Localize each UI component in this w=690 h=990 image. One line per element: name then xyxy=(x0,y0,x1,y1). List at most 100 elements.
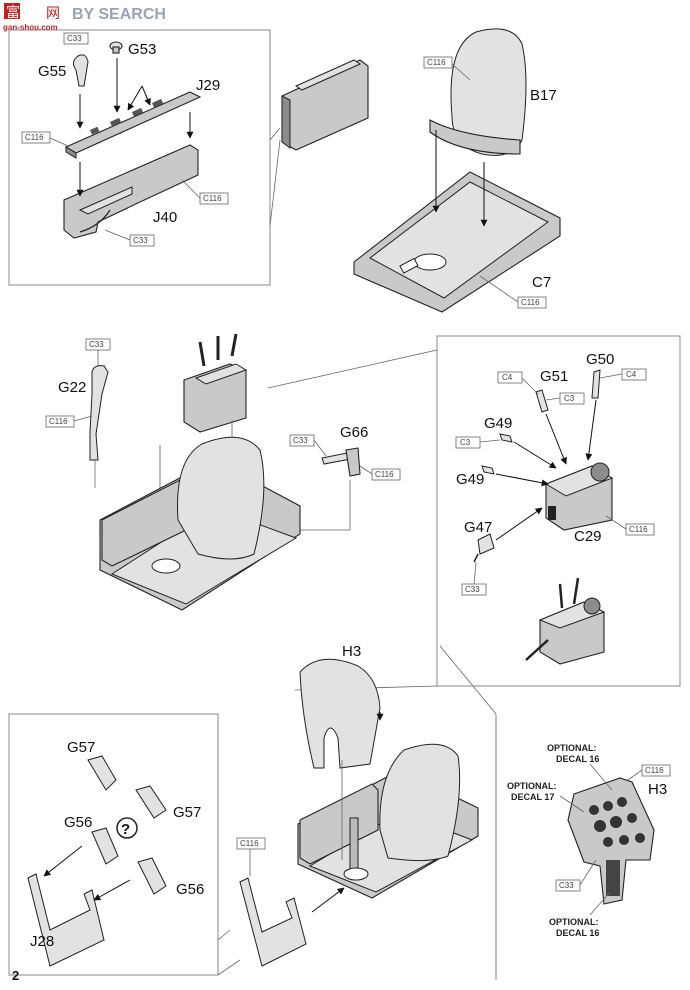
sub-assembly-console: G53 G55 J29 J40 C33 C116 C116 C33 xyxy=(21,32,229,247)
code-c116-9: C116 xyxy=(641,764,671,777)
code-c33-1: C33 xyxy=(63,32,89,45)
code-c116-8: C116 xyxy=(236,837,266,850)
svg-text:C116: C116 xyxy=(49,417,68,426)
code-leaders xyxy=(49,137,201,241)
zoom-line xyxy=(217,929,231,941)
code-c3-1: C3 xyxy=(559,392,585,405)
zoom-line xyxy=(269,139,281,227)
part-g55 xyxy=(72,54,89,87)
svg-text:C116: C116 xyxy=(25,133,44,142)
part-g49-upper xyxy=(499,433,513,443)
optional-decal-17-line2: DECAL 17 xyxy=(511,792,554,802)
part-j40-slot xyxy=(78,186,133,215)
c29-assembled-dome xyxy=(583,597,601,615)
page-number: 2 xyxy=(12,968,19,983)
c29-lever xyxy=(558,583,564,609)
svg-text:C116: C116 xyxy=(645,766,664,775)
svg-text:C116: C116 xyxy=(427,58,446,67)
zoom-line xyxy=(217,959,241,976)
console-small-side xyxy=(281,95,291,149)
label-g50: G50 xyxy=(586,351,614,368)
svg-text:C116: C116 xyxy=(375,470,394,479)
code-c116-7: C116 xyxy=(625,523,655,536)
label-g56-right: G56 xyxy=(176,881,204,898)
label-b17: B17 xyxy=(530,87,557,104)
code-c33-3: C33 xyxy=(85,338,111,351)
part-b17 xyxy=(450,28,527,156)
part-c7-slot xyxy=(399,257,419,274)
arrow xyxy=(585,399,597,461)
watermark: 富 网 BY SEARCH gan-shou.com xyxy=(3,3,166,32)
label-g55: G55 xyxy=(38,63,66,80)
optional-decal-17-line1: OPTIONAL: xyxy=(507,781,557,791)
code-c4-1: C4 xyxy=(497,371,523,384)
cockpit-seat xyxy=(177,436,265,560)
sub-assembly-floor-seat: B17 C7 C116 C116 xyxy=(281,28,561,313)
panel-top-left xyxy=(8,29,271,286)
label-j40: J40 xyxy=(153,209,177,226)
part-g51 xyxy=(535,389,549,413)
code-c33-6: C33 xyxy=(555,879,581,892)
part-g22 xyxy=(89,365,109,461)
label-g57-left: G57 xyxy=(67,739,95,756)
code-c4-2: C4 xyxy=(621,368,647,381)
sub-assembly-final: H3 H3 OPTIONAL: DECAL 16 OPTIONAL: DECAL… xyxy=(297,643,671,938)
code-c116-6: C116 xyxy=(371,468,401,481)
sub-assembly-c29: G51 G50 G49 G49 G47 C29 C4 C3 C4 C3 C116… xyxy=(455,351,655,665)
arrow xyxy=(495,473,549,487)
label-g53: G53 xyxy=(128,41,156,58)
instrument-dials xyxy=(589,797,645,896)
panel-right-detail xyxy=(436,335,681,687)
c29-lever xyxy=(572,577,580,605)
j29-details xyxy=(90,98,164,135)
throttle-levers xyxy=(198,333,238,367)
part-throttle xyxy=(183,363,247,433)
optional-decal-16-bottom-line1: OPTIONAL: xyxy=(549,917,599,927)
part-g56-left xyxy=(91,827,119,865)
part-c7-hole xyxy=(413,253,447,271)
watermark-logo-icon xyxy=(4,3,20,19)
part-g56-right xyxy=(137,857,167,895)
part-g66-body xyxy=(345,447,361,477)
svg-text:C33: C33 xyxy=(293,436,308,445)
label-j28: J28 xyxy=(30,933,54,950)
optional-decal-16-bottom-line2: DECAL 16 xyxy=(556,928,599,938)
svg-text:C33: C33 xyxy=(67,34,82,43)
part-j28-placed xyxy=(239,877,307,967)
console-small-top xyxy=(294,59,362,91)
question-mark: ? xyxy=(121,821,130,838)
label-g51: G51 xyxy=(540,368,568,385)
part-c29-dome xyxy=(590,462,610,482)
svg-text:C4: C4 xyxy=(626,370,637,379)
svg-text:C33: C33 xyxy=(559,881,574,890)
zoom-line xyxy=(267,349,438,389)
label-g47: G47 xyxy=(464,519,492,536)
zoom-line xyxy=(439,645,497,980)
part-b17-bottom xyxy=(429,119,521,155)
watermark-text: BY SEARCH xyxy=(72,6,166,23)
svg-text:C4: C4 xyxy=(502,373,513,382)
cockpit-final-hole xyxy=(343,867,369,881)
arrow xyxy=(311,887,345,913)
cockpit-final-console xyxy=(299,783,379,865)
arrow xyxy=(43,845,83,877)
part-g57-left xyxy=(87,755,117,791)
part-g47-stem xyxy=(473,553,479,563)
question-icon xyxy=(116,817,138,839)
part-j28 xyxy=(27,873,105,967)
label-h3: H3 xyxy=(342,643,361,660)
label-h3-detail: H3 xyxy=(648,781,667,798)
code-leaders xyxy=(73,350,99,422)
svg-text:C33: C33 xyxy=(89,340,104,349)
arrow xyxy=(127,85,143,111)
optional-decal-16-top-line1: OPTIONAL: xyxy=(547,743,597,753)
watermark-char-left: 富 xyxy=(6,4,20,21)
code-c33-4: C33 xyxy=(289,434,315,447)
cockpit-hole xyxy=(151,558,181,574)
svg-text:C3: C3 xyxy=(564,394,575,403)
arrow xyxy=(141,85,151,106)
part-throttle-top xyxy=(194,363,248,385)
svg-text:C3: C3 xyxy=(460,438,471,447)
part-j40-line xyxy=(79,209,111,233)
code-c33-2: C33 xyxy=(129,234,155,247)
